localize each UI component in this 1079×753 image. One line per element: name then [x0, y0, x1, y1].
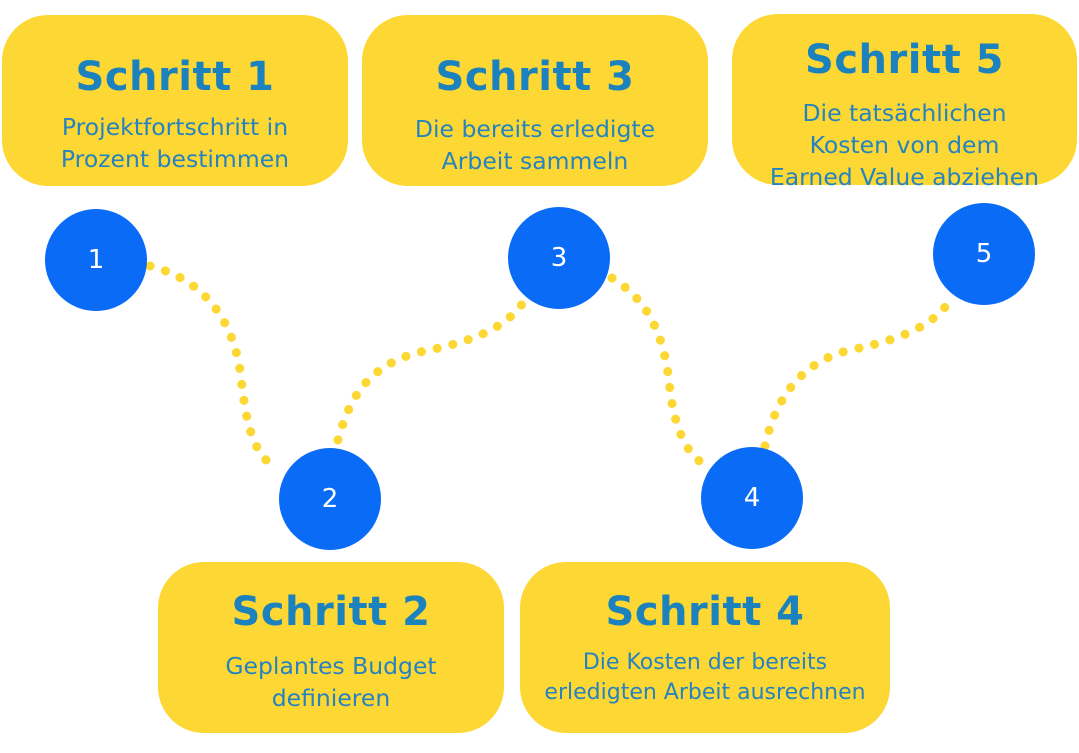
step-5-line-2: Kosten von dem [809, 131, 1000, 159]
step-3-line-1: Die bereits erledigte [414, 115, 656, 143]
connector-3-4 [607, 273, 713, 471]
step-4-title: Schritt 4 [605, 589, 805, 635]
node-4: 4 [701, 447, 803, 549]
step-2-description: Geplantes Budget definieren [164, 650, 498, 714]
node-1: 1 [45, 209, 147, 311]
step-2-title: Schritt 2 [231, 589, 431, 635]
step-3-box: Schritt 3 Die bereits erledigte Arbeit s… [362, 15, 708, 186]
connector-4-5 [760, 295, 955, 451]
connector-1-2 [145, 261, 283, 475]
step-5-description: Die tatsächlichen Kosten von dem Earned … [738, 97, 1071, 193]
step-4-box: Schritt 4 Die Kosten der bereits erledig… [520, 562, 890, 733]
node-3: 3 [508, 207, 610, 309]
step-3-description: Die bereits erledigte Arbeit sammeln [368, 113, 702, 177]
step-1-line-2: Prozent bestimmen [60, 145, 290, 173]
step-4-description: Die Kosten der bereits erledigten Arbeit… [526, 648, 884, 708]
step-5-line-3: Earned Value abziehen [769, 163, 1040, 191]
step-2-line-1: Geplantes Budget [225, 652, 437, 680]
node-2: 2 [279, 448, 381, 550]
step-1-description: Projektfortschritt in Prozent bestimmen [8, 111, 342, 175]
step-3-title: Schritt 3 [435, 54, 635, 100]
step-1-box: Schritt 1 Projektfortschritt in Prozent … [2, 15, 348, 186]
step-4-line-1: Die Kosten der bereits [582, 650, 828, 675]
step-1-title: Schritt 1 [75, 54, 275, 100]
node-5: 5 [933, 203, 1035, 305]
step-3-line-2: Arbeit sammeln [441, 147, 629, 175]
connector-2-3 [333, 295, 530, 445]
step-5-box: Schritt 5 Die tatsächlichen Kosten von d… [732, 14, 1077, 191]
step-5-title: Schritt 5 [805, 37, 1004, 83]
step-5-line-1: Die tatsächlichen [802, 99, 1007, 127]
step-2-line-2: definieren [271, 684, 391, 712]
step-2-box: Schritt 2 Geplantes Budget definieren [158, 562, 504, 733]
step-4-line-2: erledigten Arbeit ausrechnen [544, 680, 866, 705]
step-1-line-1: Projektfortschritt in [61, 113, 289, 141]
